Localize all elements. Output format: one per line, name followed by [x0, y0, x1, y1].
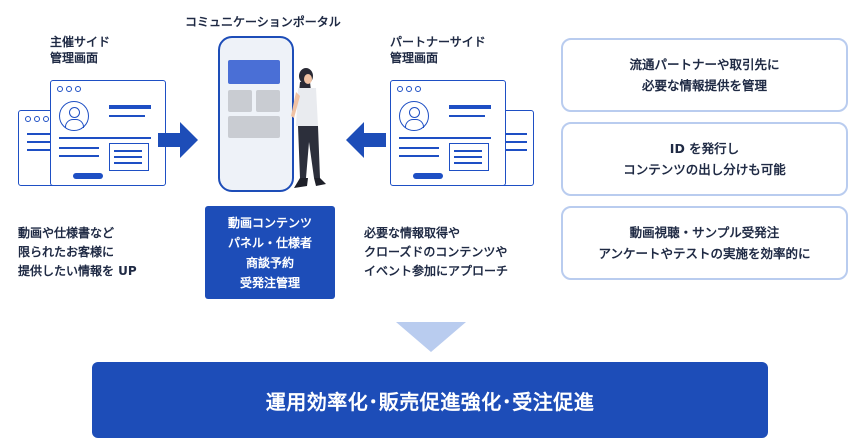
organizer-title-line2: 管理画面 [50, 51, 99, 65]
benefit-line: アンケートやテストの実施を効率的に [598, 246, 811, 261]
submit-pill [73, 173, 103, 179]
user-avatar-icon [399, 101, 429, 131]
benefit-line: 必要な情報提供を管理 [641, 78, 767, 93]
organizer-desc-line: 限られたお客様に [18, 245, 115, 259]
feature-item: 受発注管理 [239, 275, 300, 290]
benefit-line: 動画視聴・サンプル受発注 [629, 225, 780, 240]
front-window [50, 80, 166, 186]
benefit-box: ID を発行し コンテンツの出し分けも可能 [561, 122, 848, 196]
portal-title: コミュニケーションポータル [185, 15, 341, 29]
result-banner: 運用効率化･販売促進強化･受注促進 [92, 362, 768, 438]
benefit-line: 流通パートナーや取引先に [629, 57, 780, 72]
feature-item: 商談予約 [245, 255, 294, 270]
partner-desc-line: 必要な情報取得や [364, 226, 461, 240]
benefit-box: 動画視聴・サンプル受発注 アンケートやテストの実施を効率的に [561, 206, 848, 280]
organizer-title-line1: 主催サイド [50, 35, 111, 49]
partner-admin-illustration [390, 76, 540, 196]
result-text: 運用効率化･販売促進強化･受注促進 [265, 389, 595, 414]
organizer-admin-illustration [18, 76, 168, 196]
partner-desc-line: クローズドのコンテンツや [364, 245, 508, 259]
organizer-desc-line: 提供したい情報を UP [18, 264, 137, 278]
submit-pill [413, 173, 443, 179]
feature-item: 動画コンテンツ [227, 215, 312, 230]
organizer-desc: 動画や仕様書など 限られたお客様に 提供したい情報を UP [18, 224, 137, 281]
partner-desc-line: イベント参加にアプローチ [364, 264, 509, 278]
down-arrow-icon [396, 322, 466, 352]
partner-desc: 必要な情報取得や クローズドのコンテンツや イベント参加にアプローチ [364, 224, 508, 281]
benefit-box: 流通パートナーや取引先に 必要な情報提供を管理 [561, 38, 848, 112]
organizer-desc-line: 動画や仕様書など [18, 226, 115, 240]
organizer-admin-title: 主催サイド 管理画面 [50, 34, 110, 66]
form-grid [449, 143, 489, 171]
phone-icon [218, 36, 294, 192]
benefit-line: コンテンツの出し分けも可能 [623, 162, 786, 177]
front-window [390, 80, 506, 186]
portal-features-box: 動画コンテンツ パネル・仕様者 商談予約 受発注管理 [205, 206, 335, 299]
feature-item: パネル・仕様者 [227, 235, 312, 250]
partner-title-line2: 管理画面 [390, 51, 439, 65]
user-avatar-icon [59, 101, 89, 131]
form-grid [109, 143, 149, 171]
right-arrow-icon [158, 122, 198, 158]
partner-title-line1: パートナーサイド [390, 35, 486, 49]
partner-admin-title: パートナーサイド 管理画面 [390, 34, 486, 66]
left-arrow-icon [346, 122, 386, 158]
benefit-line: ID を発行し [669, 141, 740, 156]
person-illustration [291, 68, 326, 188]
